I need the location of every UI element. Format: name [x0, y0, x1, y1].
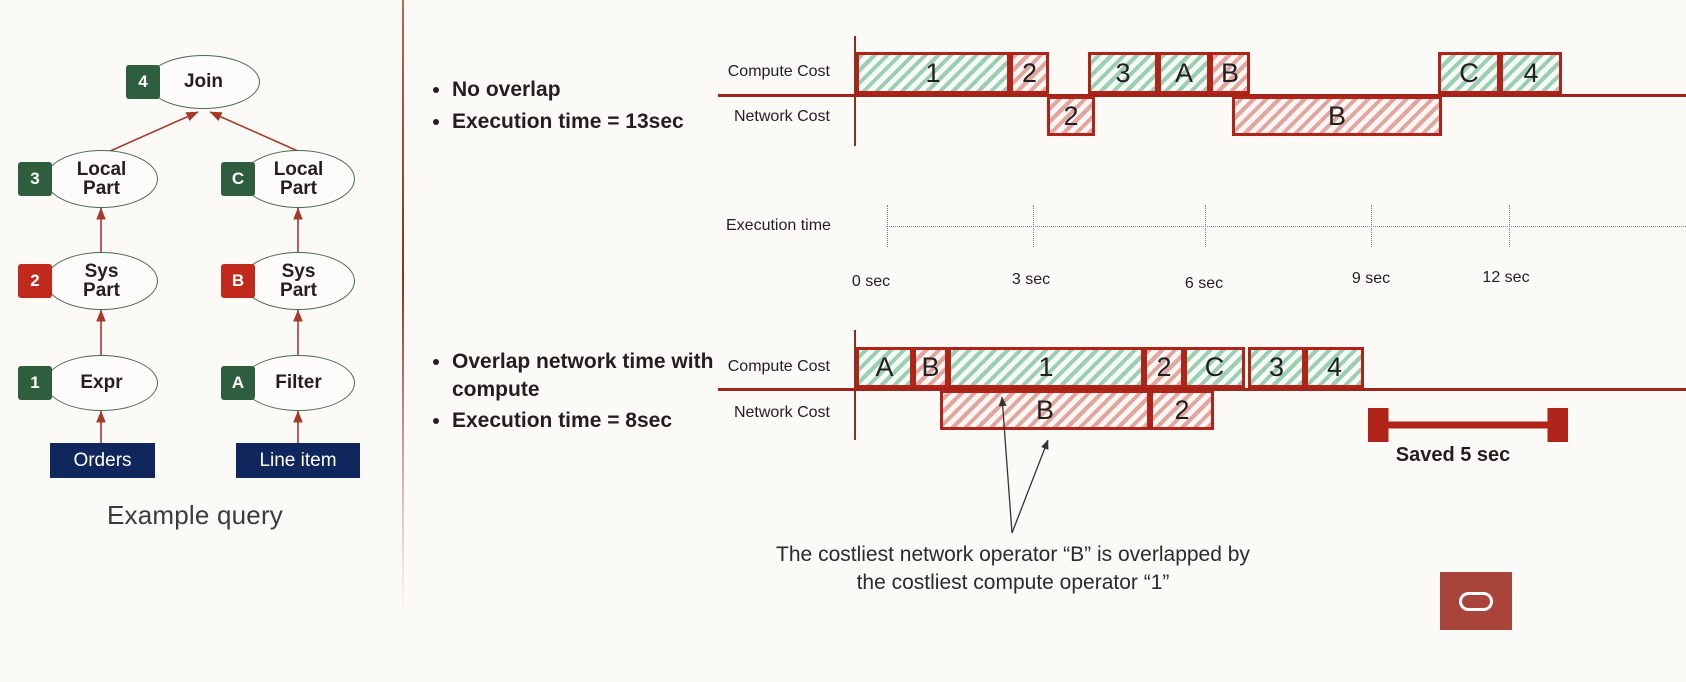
bar-network-2-top[interactable]: 2 — [1047, 96, 1095, 136]
query-node-filter-label: Filter — [275, 372, 322, 394]
axis-tick-0 — [887, 205, 888, 247]
bar-compute-b-bottom[interactable]: B — [913, 347, 948, 388]
caption-line-2: the costliest compute operator “1” — [856, 571, 1170, 595]
caption-line-1: The costliest network operator “B” is ov… — [776, 543, 1250, 566]
bullet-no-overlap: No overlap — [452, 76, 720, 104]
bar-compute-3-bottom[interactable]: 3 — [1248, 347, 1305, 388]
example-query-caption: Example query — [106, 500, 284, 530]
query-node-sys-part-right[interactable]: Sys Part — [242, 252, 355, 310]
query-node-filter-tag: A — [221, 366, 255, 400]
query-node-local-part-right[interactable]: Local Part — [242, 150, 355, 208]
row-label-network-cost-bottom: Network Cost — [733, 404, 830, 421]
axis-tick-label-0: 0 sec — [851, 273, 891, 290]
bar-compute-4-top[interactable]: 4 — [1500, 52, 1562, 94]
query-node-filter[interactable]: Filter — [242, 355, 355, 411]
table-line-item-label: Line item — [259, 449, 337, 471]
overlap-bullets: Overlap network time with compute Execut… — [430, 348, 715, 439]
bullet-overlap-network: Overlap network time with compute — [452, 348, 715, 403]
overlap-explanation-caption: The costliest network operator “B” is ov… — [753, 541, 1273, 597]
bar-compute-b-top[interactable]: B — [1210, 52, 1250, 94]
bar-compute-4-bottom[interactable]: 4 — [1305, 347, 1364, 388]
query-node-sys-part-left-label: Sys Part — [83, 260, 120, 301]
query-node-expr-label: Expr — [80, 372, 123, 394]
query-node-local-part-right-label: Local Part — [273, 158, 324, 199]
timeline-baseline-bottom — [718, 388, 1686, 391]
bar-network-b-bottom[interactable]: B — [940, 390, 1150, 430]
axis-tick-label-12: 12 sec — [1482, 269, 1530, 286]
example-query-panel: Join 4 Local Part 3 Sys Part 2 Expr 1 Lo… — [0, 0, 402, 682]
no-overlap-timeline: Compute Cost Network Cost 1 2 3 A B C 4 … — [0, 0, 1686, 190]
query-node-local-part-left[interactable]: Local Part — [45, 150, 158, 208]
bar-compute-a-top[interactable]: A — [1158, 52, 1210, 94]
execution-time-axis: Execution time 0 sec 3 sec 6 sec 9 sec 1… — [0, 0, 1686, 300]
table-line-item[interactable]: Line item — [236, 443, 360, 478]
bar-compute-3-top[interactable]: 3 — [1088, 52, 1158, 94]
overlap-timeline: Compute Cost Network Cost A B 1 2 C 3 4 … — [718, 330, 1686, 440]
axis-tick-label-9: 9 sec — [1351, 270, 1391, 287]
bar-compute-a-bottom[interactable]: A — [856, 347, 913, 388]
query-tree-edges — [96, 111, 303, 443]
query-node-local-part-right-tag: C — [221, 162, 255, 196]
saved-time-label: Saved 5 sec — [1395, 444, 1511, 466]
bullet-exec-13sec: Execution time = 13sec — [452, 108, 720, 136]
query-node-join-tag: 4 — [126, 65, 160, 99]
timeline-baseline-top — [718, 94, 1686, 97]
oracle-logo-mark — [1459, 591, 1493, 611]
query-node-sys-part-right-label: Sys Part — [280, 260, 317, 301]
bar-compute-1-top[interactable]: 1 — [856, 52, 1010, 94]
row-label-compute-cost-top: Compute Cost — [727, 63, 830, 80]
query-node-join[interactable]: Join — [147, 55, 260, 109]
axis-tick-12 — [1509, 205, 1510, 247]
row-label-compute-cost-bottom: Compute Cost — [727, 358, 830, 375]
execution-time-axis-line — [886, 226, 1686, 227]
axis-tick-6 — [1205, 205, 1206, 247]
axis-tick-label-3: 3 sec — [1011, 271, 1051, 288]
axis-tick-9 — [1371, 205, 1372, 247]
bar-compute-2-bottom[interactable]: 2 — [1144, 347, 1184, 388]
oracle-logo — [1440, 572, 1512, 630]
saved-time-arrow — [1368, 408, 1568, 442]
query-node-expr[interactable]: Expr — [45, 355, 158, 411]
query-node-sys-part-left[interactable]: Sys Part — [45, 252, 158, 310]
bar-compute-2-top[interactable]: 2 — [1010, 52, 1049, 94]
query-node-sys-part-right-tag: B — [221, 264, 255, 298]
table-orders[interactable]: Orders — [50, 443, 155, 478]
bar-compute-c-bottom[interactable]: C — [1184, 347, 1245, 388]
query-node-local-part-left-tag: 3 — [18, 162, 52, 196]
query-node-expr-tag: 1 — [18, 366, 52, 400]
row-label-network-cost-top: Network Cost — [733, 108, 830, 125]
axis-tick-3 — [1033, 205, 1034, 247]
query-node-sys-part-left-tag: 2 — [18, 264, 52, 298]
bar-network-b-top[interactable]: B — [1232, 96, 1442, 136]
timeline-origin-axis-top — [854, 36, 856, 146]
no-overlap-bullets: No overlap Execution time = 13sec — [430, 76, 720, 139]
axis-tick-label-6: 6 sec — [1184, 275, 1224, 292]
bar-network-2-bottom[interactable]: 2 — [1150, 390, 1214, 430]
caption-leader-lines — [998, 396, 1049, 534]
query-node-local-part-left-label: Local Part — [76, 158, 127, 199]
query-node-join-label: Join — [183, 71, 224, 93]
bullet-exec-8sec: Execution time = 8sec — [452, 407, 715, 435]
bar-compute-1-bottom[interactable]: 1 — [948, 347, 1144, 388]
table-orders-label: Orders — [73, 449, 132, 471]
timeline-origin-axis-bottom — [854, 330, 856, 440]
execution-time-axis-label: Execution time — [726, 217, 831, 234]
panel-divider — [402, 0, 404, 615]
bar-compute-c-top[interactable]: C — [1438, 52, 1500, 94]
